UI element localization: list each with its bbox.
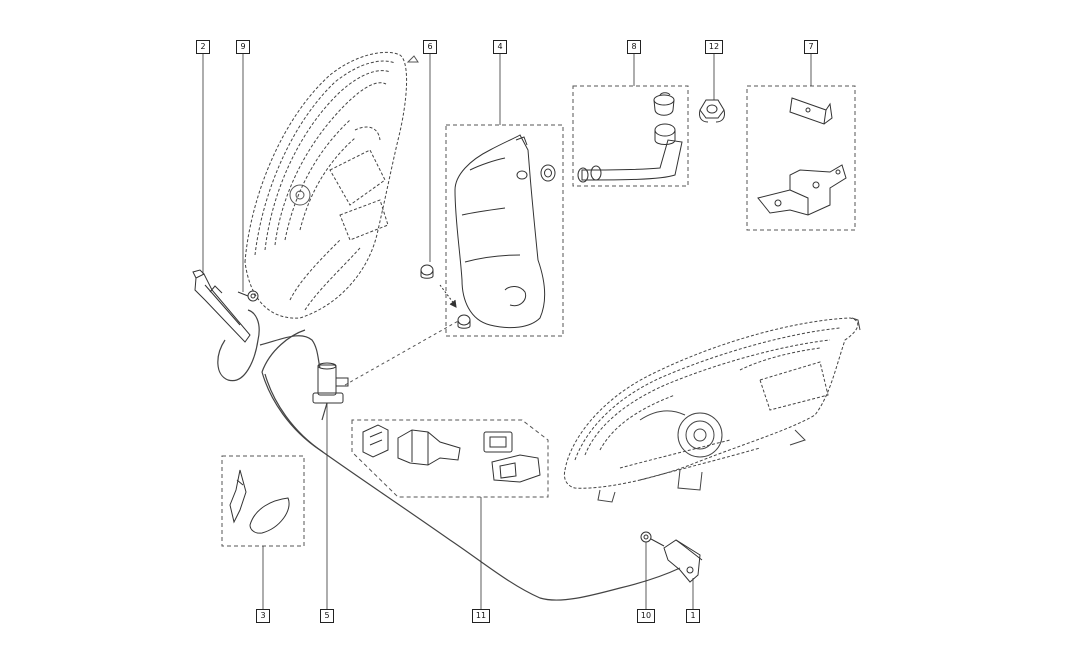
grommet-lower [457,314,471,329]
nozzle-cover [229,469,290,534]
leader-lines [202,53,812,610]
bracket-upper [789,97,833,125]
callout-10: 10 [637,609,655,623]
washer-pump [312,362,349,404]
callout-9: 9 [236,40,250,54]
retaining-clip [699,99,725,123]
washer-reservoir [454,134,546,329]
tank-grommet [540,164,556,182]
grommet-arrow [439,284,456,306]
connector-d [491,454,541,483]
bracket-group-box [746,85,856,231]
washer-hose [217,309,681,601]
callout-2: 2 [196,40,210,54]
callout-4: 4 [493,40,507,54]
pump-to-tank-dashed [344,319,461,386]
callout-1: 1 [686,609,700,623]
left-washer-nozzle [192,269,251,343]
callout-12: 12 [705,40,723,54]
right-headlamp [563,317,859,489]
filler-neck [577,123,683,183]
grommet-arrowhead [449,299,457,308]
connector-b [397,429,461,466]
bolt-right [640,531,665,547]
callout-7: 7 [804,40,818,54]
left-headlamp-detail [289,55,419,206]
callout-3: 3 [256,609,270,623]
right-headlamp-projector [597,317,861,503]
connector-c [483,431,513,453]
reservoir-group-box [445,124,564,337]
grommet-upper [420,264,434,279]
bracket-lower [757,164,847,216]
callout-6: 6 [423,40,437,54]
filler-cap [653,92,675,116]
filler-group-box [572,85,689,187]
left-headlamp [244,51,407,319]
right-washer-nozzle [663,539,703,583]
callout-11: 11 [472,609,490,623]
switch-group-box [351,419,549,498]
connector-a [362,424,389,458]
callout-5: 5 [320,609,334,623]
callout-8: 8 [627,40,641,54]
bolt [237,290,259,302]
